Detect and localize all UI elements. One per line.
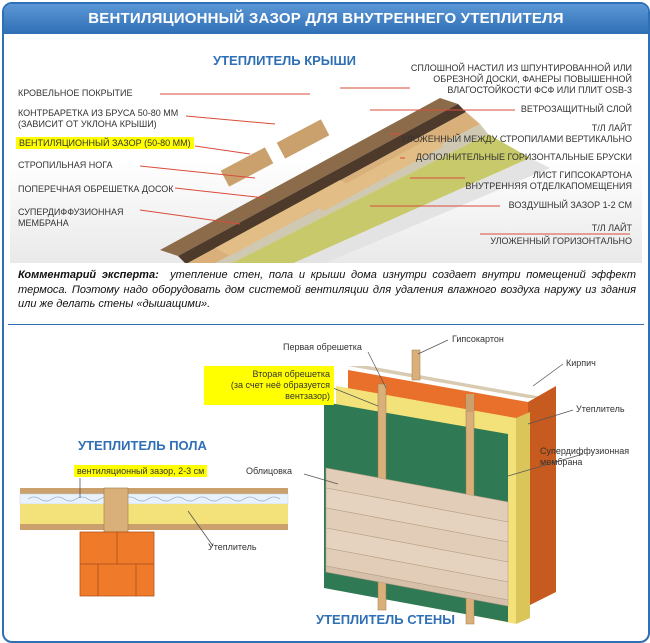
label-rafter: СТРОПИЛЬНАЯ НОГА [18,160,113,170]
label-membrane-1: СУПЕРДИФФУЗИОННАЯ [18,207,124,217]
floor-joist [103,487,129,533]
roof-title: УТЕПЛИТЕЛЬ КРЫШИ [213,53,356,68]
label-drywall-sheet: ЛИСТ ГИПСОКАРТОНА [532,170,632,180]
label-membrane-2: МЕМБРАНА [18,218,69,228]
label-second-batten-line3: вентзазор) [285,391,330,401]
rafter [310,138,444,211]
floor-gap-label: вентиляционный зазор, 2-3 см [74,465,208,477]
label-tl-light-vertical: УЛОЖЕННЫЙ МЕЖДУ СТРОПИЛАМИ ВЕРТИКАЛЬНО [401,134,632,144]
label-air-gap: ВОЗДУШНЫЙ ЗАЗОР 1-2 СМ [508,200,632,210]
label-interior-finish: ВНУТРЕННЯЯ ОТДЕЛКАПОМЕЩЕНИЯ [465,181,632,191]
floor-diagram [19,478,289,597]
label-sheathing-3: ВЛАГОСТОЙКОСТИ ФСФ ИЛИ ПЛИТ OSB-3 [447,85,632,95]
label-wall-insulation: Утеплитель [576,404,625,414]
wall-diagram [303,339,584,625]
expert-comment: Комментарий эксперта: утепление стен, по… [18,268,636,312]
drywall-layer [293,158,550,263]
wall-title: УТЕПЛИТЕЛЬ СТЕНЫ [316,612,455,627]
floor-insulation-label: Утеплитель [208,542,257,552]
label-second-batten-line1: Вторая обрешетка [252,369,330,379]
label-second-batten-line2: (за счет неё образуется [230,380,330,390]
label-first-batten: Первая обрешетка [283,342,362,352]
section-divider [8,324,644,325]
label-sheathing-1: СПЛОШНОЙ НАСТИЛ ИЗ ШПУНТИРОВАННОЙ ИЛИ [410,63,632,73]
label-drywall: Гипсокартон [452,334,504,344]
floor-wall-panel: УТЕПЛИТЕЛЬ ПОЛА вентиляционный зазор, 2-… [8,326,644,639]
label-windproof: ВЕТРОЗАЩИТНЫЙ СЛОЙ [520,104,632,114]
banner-title: ВЕНТИЛЯЦИОННЫЙ ЗАЗОР ДЛЯ ВНУТРЕННЕГО УТЕ… [4,4,648,34]
label-vent-gap: ВЕНТИЛЯЦИОННЫЙ ЗАЗОР (50-80 ММ) [16,137,194,149]
floor-title: УТЕПЛИТЕЛЬ ПОЛА [78,438,207,453]
label-roof-covering: КРОВЕЛЬНОЕ ПОКРЫТИЕ [18,88,133,98]
insulation-layer [231,134,530,263]
label-tl-light-horizontal: УЛОЖЕННЫЙ ГОРИЗОНТАЛЬНО [490,236,632,246]
label-second-batten-box: Вторая обрешетка (за счет неё образуется… [204,366,334,405]
label-sheathing-2: ОБРЕЗНОЙ ДОСКИ, ФАНЕРЫ ПОВЫШЕННОЙ [433,74,632,84]
label-extra-battens: ДОПОЛНИТЕЛЬНЫЕ ГОРИЗОНТАЛЬНЫЕ БРУСКИ [415,152,632,162]
label-counter-batten-note: (ЗАВИСИТ ОТ УКЛОНА КРЫШИ) [18,119,157,129]
roof-covering-layer [160,98,458,256]
wall-cladding [325,467,509,607]
label-cladding: Облицовка [246,466,293,476]
label-membrane-1: Супердиффузионная [540,446,630,456]
floor-insulation [20,504,288,524]
label-tl-light: Т/Л ЛАЙТ [591,123,632,133]
label-brick: Кирпич [566,358,596,368]
roof-panel: УТЕПЛИТЕЛЬ КРЫШИ КРОВЕЛЬНОЕ ПОКРЫТИЕ КОН… [10,38,642,263]
comment-lead: Комментарий эксперта: [18,269,159,281]
label-counter-batten: КОНТРБАРЕТКА ИЗ БРУСА 50-80 ММ [18,108,179,118]
comment-text: утепление стен, пола и крыши дома изнутр… [18,269,637,310]
label-tl-light-2: Т/Л ЛАЙТ [591,223,632,233]
label-cross-batten: ПОПЕРЕЧНАЯ ОБРЕШЕТКА ДОСОК [18,184,174,194]
roof-illustration [139,87,630,263]
label-membrane-2: мембрана [540,457,583,467]
floor-wall-illustration [19,339,584,625]
